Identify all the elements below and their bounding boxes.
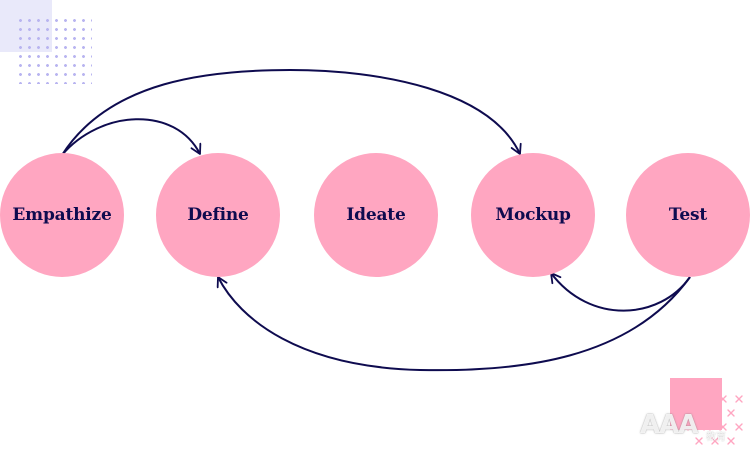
arrow-empathize-to-define — [61, 118, 202, 156]
stage-node-mockup: Mockup — [471, 153, 595, 277]
stage-label-define: Define — [187, 205, 249, 225]
arrow-test-to-define — [216, 276, 691, 372]
decorative-cross-pattern — [687, 395, 743, 445]
stage-node-test: Test — [626, 153, 750, 277]
watermark-subtext: 教育 — [706, 432, 726, 443]
stage-label-empathize: Empathize — [12, 205, 112, 225]
stage-label-test: Test — [668, 205, 708, 225]
stage-label-mockup: Mockup — [495, 205, 571, 225]
decorative-square-bottom-right — [670, 378, 722, 430]
decorative-dot-grid — [16, 16, 92, 84]
arrow-empathize-to-mockup — [61, 68, 522, 156]
stage-node-ideate: Ideate — [314, 153, 438, 277]
stage-label-ideate: Ideate — [346, 205, 406, 225]
arrow-test-to-mockup — [550, 272, 691, 312]
stage-node-define: Define — [156, 153, 280, 277]
watermark-logo: AAA — [640, 410, 698, 440]
stage-node-empathize: Empathize — [0, 153, 124, 277]
